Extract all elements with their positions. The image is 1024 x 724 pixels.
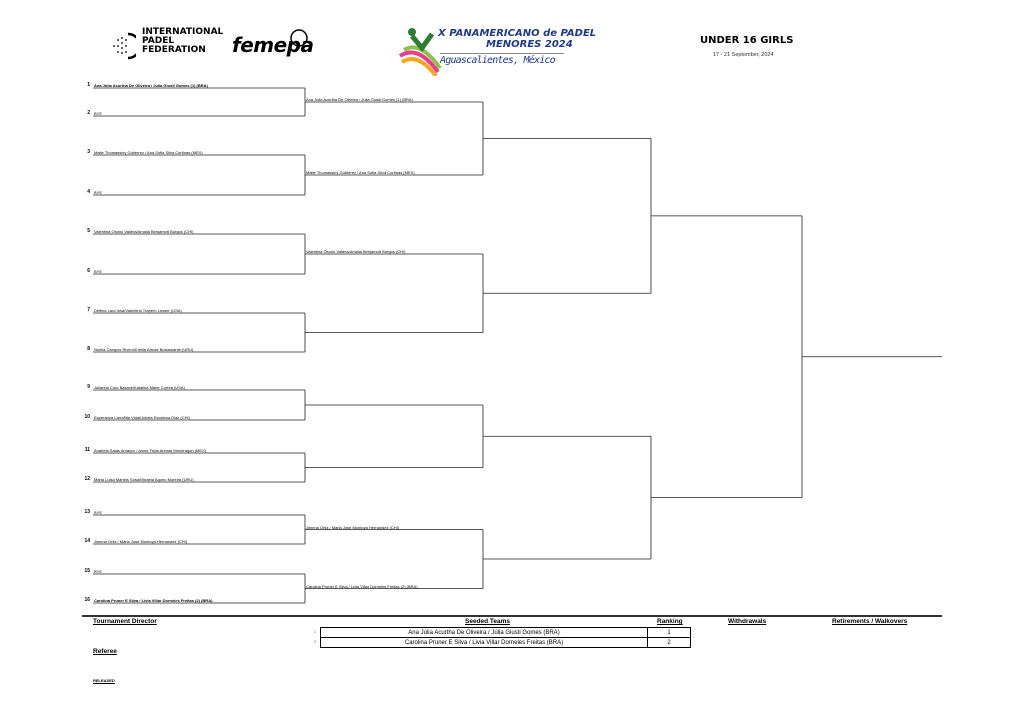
round2-team[interactable]: Jimena Ortiz / Maria Jose Montoya Hernan… xyxy=(306,524,400,530)
draw-position: 8 xyxy=(87,346,90,352)
event-dates: 17 - 21 September, 2024 xyxy=(713,52,774,58)
entry-team[interactable]: Ana Júlia Acurtha De Oliveira / Júlia Gi… xyxy=(94,83,208,88)
draw-position: 14 xyxy=(84,538,90,544)
round2-team[interactable]: Maite Thomassiny Gutierrez / Ana Sofia S… xyxy=(306,170,415,175)
entry-team[interactable]: Valentina Osorio Valiera/Amalia Benjamot… xyxy=(94,229,194,234)
entry-team[interactable]: BYE xyxy=(94,269,103,274)
draw-position: 2 xyxy=(87,110,90,116)
draw-position: 4 xyxy=(87,189,90,195)
draw-position: 13 xyxy=(84,509,90,515)
round2-team[interactable]: Ana Júlia Acurtha De Oliveira / Júlia Gi… xyxy=(306,97,413,102)
entry-team[interactable]: Delfina Lara Insa/Valentina Trapero Less… xyxy=(94,308,182,313)
draw-position: 7 xyxy=(87,307,90,313)
seed-rank: 2 xyxy=(647,637,691,648)
entry-team[interactable]: Julianna Coto Basave/Katalina Marie Corr… xyxy=(94,385,185,390)
draw-position: 9 xyxy=(87,384,90,390)
draw-position: 3 xyxy=(87,149,90,155)
entry-team[interactable]: Maite Thomassiny Gutierrez / Ana Sofia S… xyxy=(94,150,203,155)
draw-position: 15 xyxy=(84,568,90,574)
seeded-teams-header: Seeded Teams xyxy=(465,618,511,625)
draw-position: 12 xyxy=(84,476,90,482)
ipf-line: INTERNATIONAL xyxy=(142,27,224,37)
entry-team[interactable]: Jimena Ortiz / Maria Jose Montoya Hernan… xyxy=(94,539,188,544)
entry-team[interactable]: Maria Luisa Martins Sosa/Micaela Agorio … xyxy=(94,477,194,482)
round2-team[interactable]: Carolina Pruner E Silva / Livia Villar D… xyxy=(306,583,418,589)
event-emblem-icon xyxy=(398,28,442,76)
draw-position: 1 xyxy=(87,82,90,88)
entry-team[interactable]: BYE xyxy=(94,569,103,574)
entry-team[interactable]: Noelia Campos Rivero/Emilia Arriola Bust… xyxy=(94,347,194,352)
entry-team[interactable]: Carolina Pruner E Silva / Livia Villar D… xyxy=(94,598,213,603)
event-logo: X PANAMERICANO de PADEL MENORES 2024 Agu… xyxy=(398,24,596,76)
seed-team: Carolina Pruner E Silva / Livia Villar D… xyxy=(320,637,648,648)
seed-rank: 1 xyxy=(647,627,691,638)
entry-team[interactable]: BYE xyxy=(94,190,103,195)
racket-icon xyxy=(288,29,308,50)
event-title-line1: X PANAMERICANO de PADEL xyxy=(438,28,597,39)
draw-position: 5 xyxy=(87,228,90,234)
ipf-line: FEDERATION xyxy=(142,45,206,55)
event-location: Aguascalientes, México xyxy=(440,55,556,66)
seed-index: 2 xyxy=(313,639,317,644)
ipf-ball-icon xyxy=(113,32,136,60)
ipf-line: PADEL xyxy=(142,36,175,46)
event-title-line2: MENORES 2024 xyxy=(486,39,573,50)
released-label: RELEASED xyxy=(93,678,115,683)
entry-team[interactable]: BYE xyxy=(94,111,103,116)
seed-index: 1 xyxy=(313,629,317,634)
round2-team[interactable]: Valentina Osorio Valiera/Amalia Benjamot… xyxy=(306,249,406,254)
entry-team[interactable]: Anabela Salas Amasco / Annie Frida Arena… xyxy=(94,448,207,453)
table-row: Carolina Pruner E Silva / Livia Villar D… xyxy=(320,637,691,648)
tournament-director-label: Tournament Director xyxy=(93,618,157,625)
table-row: Ana Júlia Acurtha De Oliveira / Júlia Gi… xyxy=(320,627,691,638)
retirements-header: Retirements / Walkovers xyxy=(832,618,908,625)
draw-position: 10 xyxy=(84,414,90,420)
draw-position: 16 xyxy=(84,597,90,603)
seed-team: Ana Júlia Acurtha De Oliveira / Júlia Gi… xyxy=(320,627,648,638)
ranking-header: Ranking xyxy=(657,618,683,625)
referee-label: Referee xyxy=(93,648,117,655)
draw-position: 11 xyxy=(84,447,90,453)
seeded-teams-table: Ana Júlia Acurtha De Oliveira / Júlia Gi… xyxy=(320,627,691,648)
entry-team[interactable]: BYE xyxy=(94,510,103,515)
draw-position: 6 xyxy=(87,268,90,274)
entry-team[interactable]: Esperanza Larrañita Vidal/Julieta Escalo… xyxy=(94,415,190,420)
femepa-logo: femepa xyxy=(232,33,314,57)
withdrawals-header: Withdrawals xyxy=(728,618,767,625)
category-title: UNDER 16 GIRLS xyxy=(700,35,794,46)
